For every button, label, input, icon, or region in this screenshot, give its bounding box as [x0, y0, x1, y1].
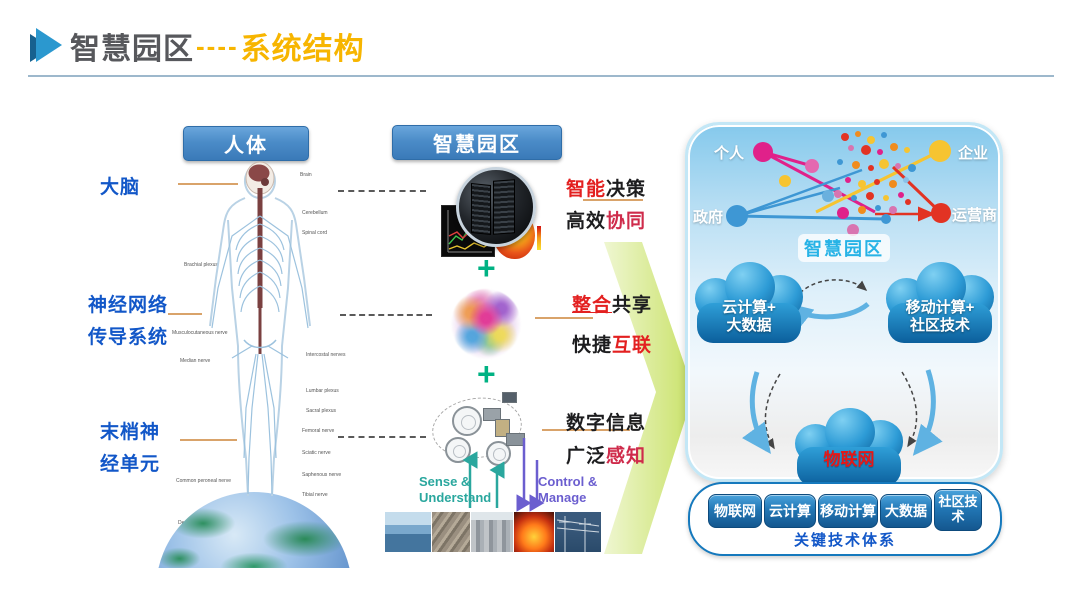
photo-fire	[514, 512, 554, 552]
camera-device	[502, 392, 517, 403]
anatomy-label: Brain	[300, 172, 312, 178]
meter-gauge	[452, 406, 482, 436]
sensor-device	[495, 419, 510, 437]
header-human-body: 人体	[183, 126, 309, 161]
heatmap-colorbar	[537, 226, 541, 250]
earth-globe	[156, 492, 352, 568]
dashed-connector	[338, 190, 426, 192]
connector-line	[180, 439, 237, 441]
badge-cloud-computing: 云计算	[764, 494, 816, 528]
anatomy-label: Tibial nerve	[302, 492, 328, 498]
badge-mobile-computing: 移动计算	[818, 494, 878, 528]
anatomy-label: Sacral plexus	[306, 408, 337, 414]
control-manage-label: Control & Manage	[538, 474, 598, 505]
photo-city	[471, 512, 513, 552]
label-integration-sharing: 整合共享	[572, 295, 653, 316]
anatomy-label: Spinal cord	[302, 230, 328, 236]
sensor-device	[483, 408, 501, 421]
connector-line	[542, 429, 630, 431]
green-arrow	[604, 242, 694, 554]
label-brain: 大脑	[100, 177, 141, 198]
play-arrow-front-icon	[36, 28, 62, 62]
anatomy-label: Common peroneal nerve	[176, 478, 232, 484]
anatomy-label: Brachial plexus	[184, 262, 218, 268]
label-digital-information: 数字信息	[566, 413, 647, 434]
title-main: 智慧园区	[70, 33, 194, 66]
connector-line	[178, 183, 238, 185]
cloud-mobile-community: 移动计算+ 社区技术	[886, 262, 994, 343]
anatomy-label: Intercostal nerves	[306, 352, 346, 358]
plus-sign: +	[477, 356, 496, 392]
label-neural-network: 神经网络	[88, 295, 169, 316]
title-underline	[28, 75, 1054, 77]
node-enterprise: 企业	[958, 145, 989, 162]
label-transmission-system: 传导系统	[88, 327, 169, 348]
park-label: 智慧园区	[798, 234, 890, 262]
badge-community-tech: 社区技术	[934, 489, 982, 531]
server-room-image	[456, 167, 536, 247]
badge-iot: 物联网	[708, 494, 762, 528]
network-ball-image	[451, 289, 521, 359]
node-operator: 运营商	[952, 207, 998, 224]
label-quick-interconnect: 快捷互联	[572, 335, 653, 356]
dashed-connector	[340, 314, 432, 316]
stakeholder-network	[726, 131, 951, 456]
header-smart-park: 智慧园区	[392, 125, 562, 160]
label-peripheral-nerve-1: 末梢神	[100, 422, 161, 443]
key-tech-label: 关键技术体系	[793, 532, 896, 549]
plus-sign: +	[477, 250, 496, 286]
badge-big-data: 大数据	[880, 494, 932, 528]
key-tech-container: 物联网 云计算 移动计算 大数据 社区技术 关键技术体系	[688, 482, 1002, 556]
anatomy-label: Saphenous nerve	[302, 472, 342, 478]
anatomy-label: Cerebellum	[302, 210, 328, 216]
photo-powerlines	[555, 512, 601, 552]
dashed-connector	[338, 436, 426, 438]
node-person: 个人	[714, 145, 745, 162]
title-sub: 系统结构	[240, 33, 365, 66]
anatomy-label: Femoral nerve	[302, 428, 335, 434]
human-nervous-system-figure	[209, 161, 311, 497]
label-efficient-collaboration: 高效协同	[566, 211, 647, 232]
anatomy-label: Musculocutaneous nerve	[172, 330, 228, 336]
cloud-computing-bigdata: 云计算+ 大数据	[695, 262, 803, 343]
anatomy-label: Median nerve	[180, 358, 211, 364]
cloud-iot: 物联网	[795, 408, 903, 486]
connector-line	[168, 313, 202, 315]
anatomy-label: Lumbar plexus	[306, 388, 339, 394]
sense-understand-label: Sense & Understand	[419, 474, 492, 505]
photo-harbor	[385, 512, 431, 552]
photo-rubble	[432, 512, 470, 552]
title-dashes: ----	[196, 30, 239, 61]
label-peripheral-nerve-2: 经单元	[100, 454, 161, 475]
node-government: 政府	[693, 209, 724, 226]
connector-line	[535, 317, 593, 319]
anatomy-label: Sciatic nerve	[302, 450, 331, 456]
label-wide-perception: 广泛感知	[566, 446, 647, 467]
slide-title: 智慧园区 ---- 系统结构	[28, 24, 365, 68]
connector-line	[583, 199, 643, 201]
label-intelligent-decision: 智能决策	[566, 179, 647, 200]
